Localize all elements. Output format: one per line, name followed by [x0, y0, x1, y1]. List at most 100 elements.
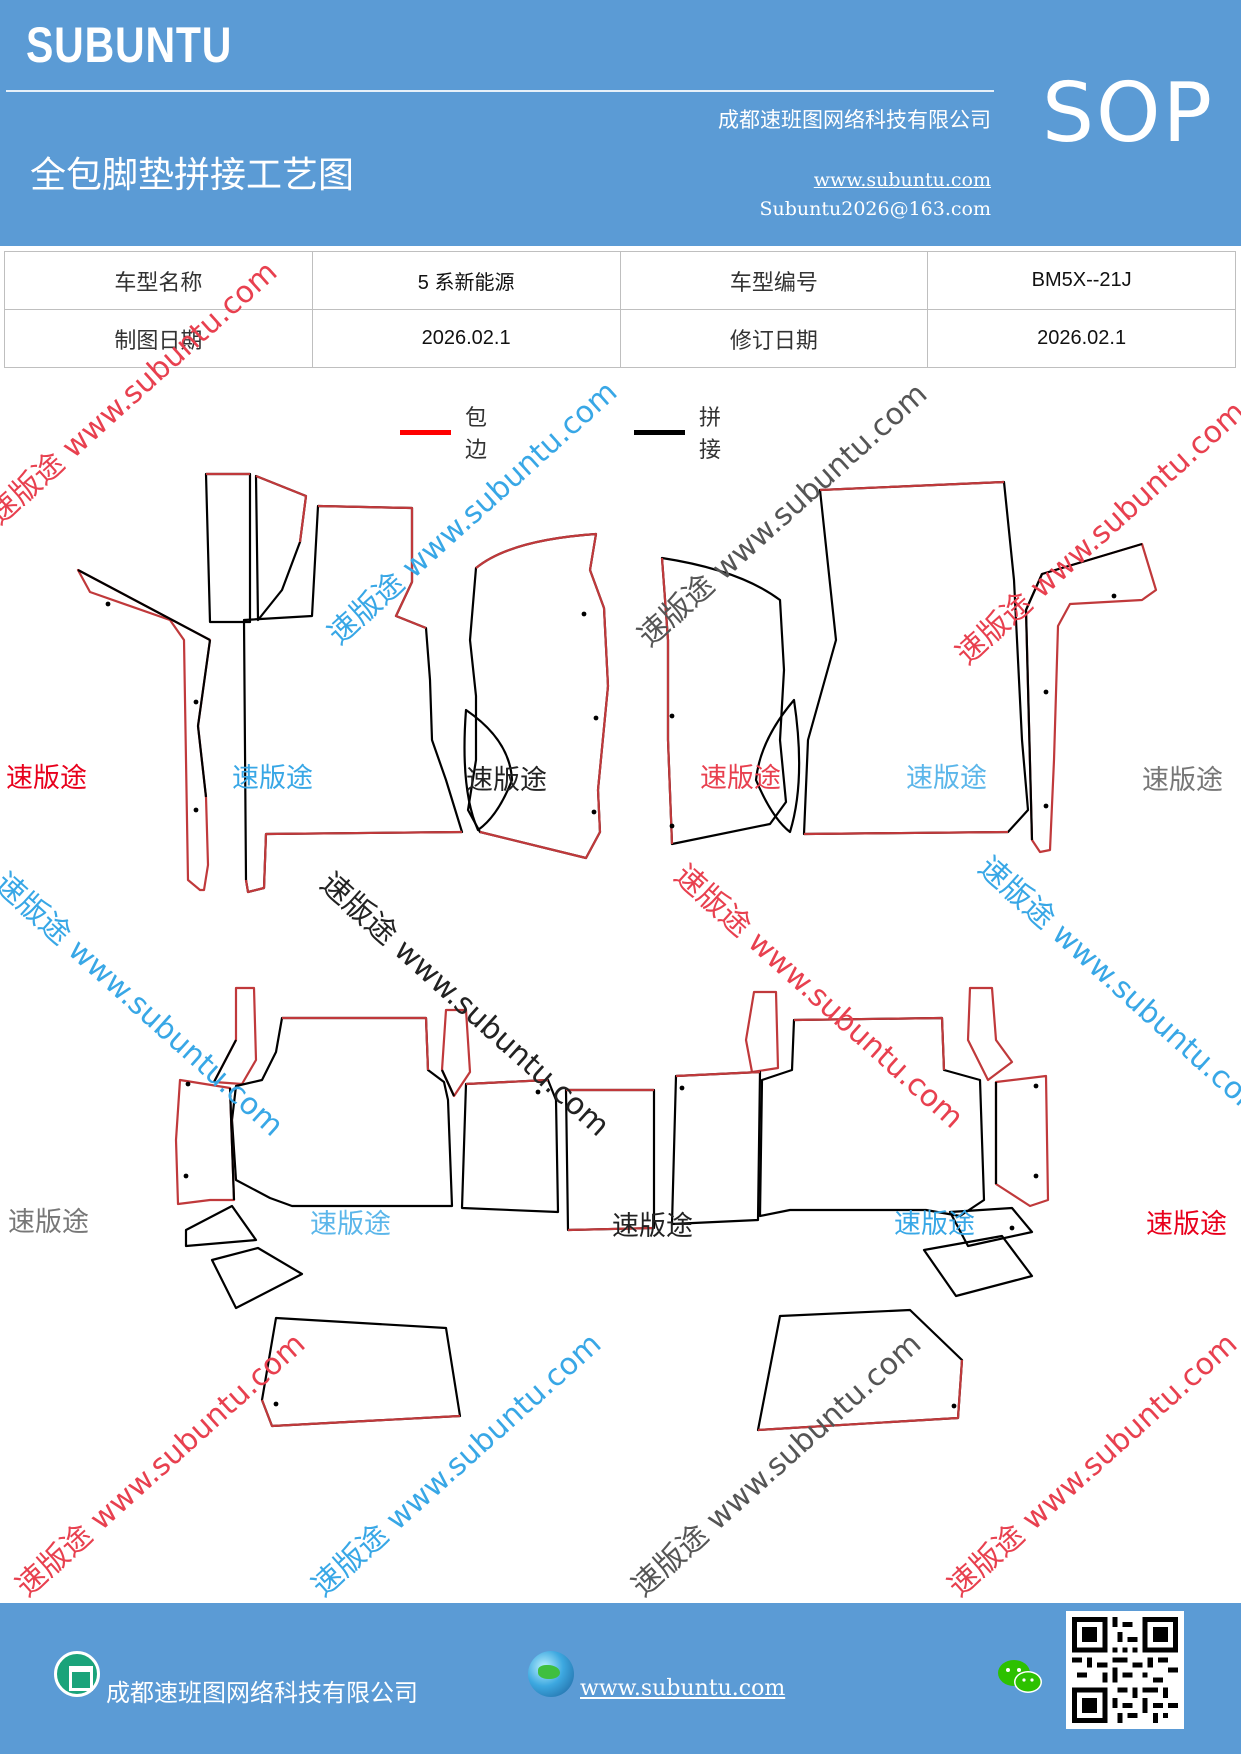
pin-hole [1043, 689, 1049, 695]
seam-swatch [634, 429, 685, 435]
pin-holes [105, 593, 1117, 1409]
mat-piece [174, 1078, 236, 1206]
mat-piece [317, 504, 427, 630]
draw-date-label: 制图日期 [4, 309, 313, 368]
mat-piece [441, 1069, 455, 1097]
table-row: 制图日期 2026.02.1 修订日期 2026.02.1 [4, 309, 1236, 368]
mat-piece [260, 1316, 462, 1428]
pin-hole [1033, 1173, 1039, 1179]
pin-hole [273, 1401, 279, 1407]
mat-piece [744, 990, 780, 1074]
legend-seam: 拼接 [634, 400, 734, 464]
pin-hole [679, 1085, 685, 1091]
mat-piece [76, 568, 212, 892]
footer-banner: 成都速班图网络科技有限公司 www.subuntu.com [0, 1603, 1241, 1754]
mat-piece [465, 1078, 549, 1086]
mat-piece [213, 1039, 237, 1083]
table-row: 车型名称 5 系新能源 车型编号 BM5X--21J [4, 251, 1236, 310]
mat-piece [754, 698, 801, 834]
globe-icon [528, 1651, 574, 1697]
mat-piece [466, 532, 610, 860]
mat-piece [244, 830, 463, 894]
legend-seam-label: 拼接 [698, 406, 721, 463]
mat-piece [564, 1088, 656, 1232]
mat-piece [255, 474, 308, 543]
mat-pieces-svg [76, 472, 1158, 1432]
mat-piece [282, 1016, 430, 1071]
brand-logo: SUBUNTU [26, 17, 233, 73]
mat-piece [567, 1226, 655, 1232]
mat-piece [475, 532, 610, 860]
mat-piece [196, 639, 212, 798]
mat-piece [260, 1399, 461, 1428]
mat-piece [184, 1204, 258, 1248]
pin-hole [951, 1403, 957, 1409]
mat-piece [460, 1078, 560, 1214]
qr-code-pattern [1072, 1617, 1178, 1723]
mat-piece [228, 1087, 236, 1201]
pin-hole [1009, 1225, 1015, 1231]
mat-piece [793, 1016, 946, 1071]
page-title: 全包脚垫拼接工艺图 [30, 155, 355, 196]
mat-piece [757, 1359, 964, 1432]
revise-date-label: 修订日期 [619, 309, 929, 368]
website-link[interactable]: www.subuntu.com [813, 169, 991, 191]
pin-hole [669, 713, 675, 719]
mat-piece [660, 556, 788, 846]
footer-company-name: 成都速班图网络科技有限公司 [106, 1679, 418, 1707]
mat-piece [230, 1016, 454, 1208]
footer-website-link[interactable]: www.subuntu.com [580, 1676, 786, 1701]
pin-hole [669, 823, 675, 829]
mat-piece [77, 569, 211, 641]
pin-hole [1043, 803, 1049, 809]
pin-hole [581, 611, 587, 617]
mat-piece [948, 1206, 1034, 1248]
pin-hole [535, 1089, 541, 1095]
edge-swatch [400, 429, 451, 435]
model-name-label: 车型名称 [4, 251, 313, 310]
mat-piece [758, 1016, 986, 1218]
pin-hole [183, 1173, 189, 1179]
mat-piece [675, 1070, 761, 1078]
legend-edge: 包边 [400, 400, 500, 464]
pin-hole [591, 809, 597, 815]
mat-piece [1024, 542, 1143, 841]
pin-hole [593, 715, 599, 721]
mat-piece [210, 1246, 304, 1310]
pin-hole [193, 807, 199, 813]
vehicle-info-table: 车型名称 5 系新能源 车型编号 BM5X--21J 制图日期 2026.02.… [4, 251, 1236, 368]
mat-piece [819, 480, 1005, 492]
qr-code [1066, 1611, 1184, 1729]
document-code: SOP [1042, 66, 1215, 161]
mat-piece [756, 1308, 964, 1432]
mat-piece [803, 830, 1009, 836]
mat-piece [802, 480, 1030, 836]
mat-piece [463, 708, 514, 832]
pin-hole [1111, 593, 1117, 599]
header-banner: SUBUNTU SOP 全包脚垫拼接工艺图 成都速班图网络科技有限公司 www.… [0, 0, 1241, 246]
mat-piece [440, 1008, 472, 1098]
legend-edge-label: 包边 [464, 406, 487, 463]
pin-hole [105, 601, 111, 607]
mat-piece [204, 472, 252, 624]
wechat-icon[interactable] [996, 1657, 1044, 1697]
model-code-value: BM5X--21J [927, 251, 1236, 310]
home-icon [54, 1651, 100, 1697]
model-code-label: 车型编号 [619, 251, 929, 310]
company-name: 成都速班图网络科技有限公司 [718, 108, 991, 132]
mat-drawing [0, 440, 1241, 1600]
header-divider [6, 90, 994, 92]
mat-piece [254, 474, 308, 622]
pin-hole [1033, 1083, 1039, 1089]
pin-hole [185, 1081, 191, 1087]
revise-date-value: 2026.02.1 [927, 309, 1236, 368]
pin-hole [193, 699, 199, 705]
draw-date-value: 2026.02.1 [311, 309, 621, 368]
email-address: Subuntu2026@163.com [759, 198, 991, 220]
mat-piece [966, 986, 1014, 1082]
mat-piece [660, 557, 674, 845]
mat-piece [922, 1234, 1034, 1298]
mat-piece [670, 1070, 762, 1226]
mat-piece [994, 1074, 1050, 1208]
model-name-value: 5 系新能源 [311, 251, 621, 310]
